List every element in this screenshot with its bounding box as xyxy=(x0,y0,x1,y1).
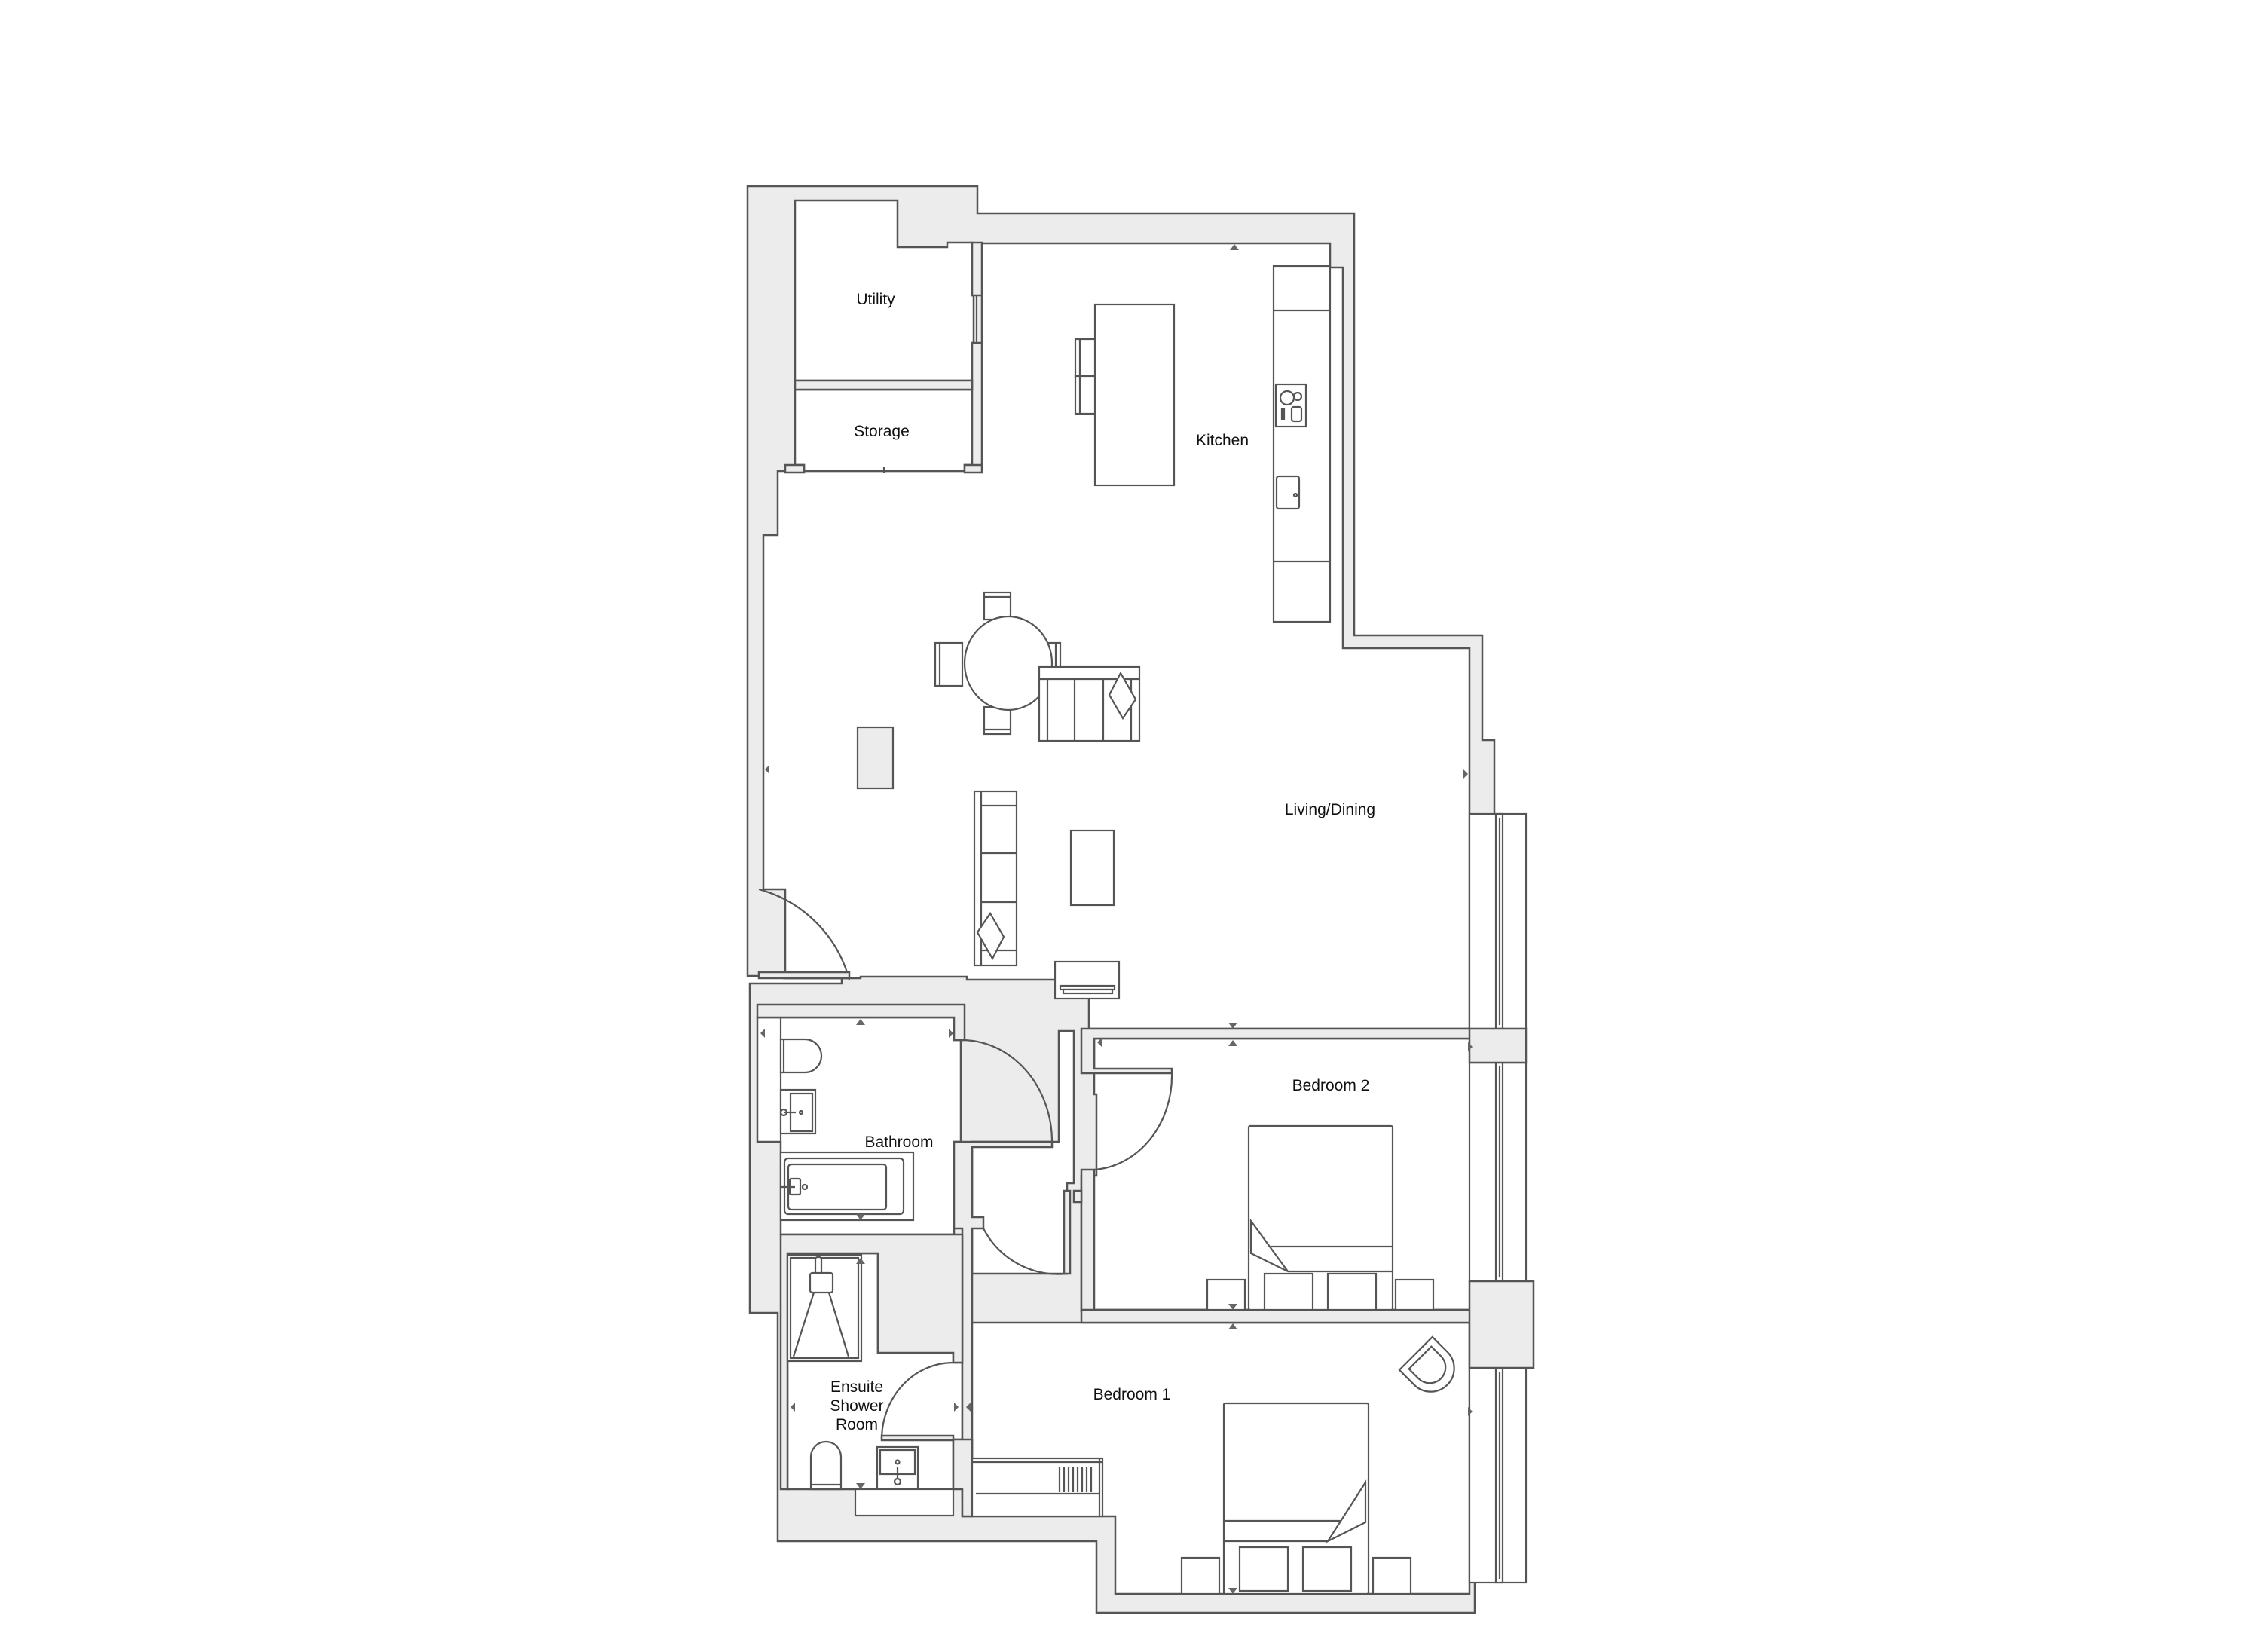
sofa-left xyxy=(973,790,1018,967)
bedside-table xyxy=(1180,1556,1221,1595)
bedside-table xyxy=(1372,1556,1412,1595)
measurement-markers xyxy=(760,244,1473,1594)
ensuite-fixtures xyxy=(786,1253,955,1517)
wall-pier-1 xyxy=(1468,1027,1528,1064)
double-bed-1 xyxy=(1222,1402,1370,1595)
window-living xyxy=(1468,812,1528,1030)
bar-stools xyxy=(1074,338,1096,415)
pillow xyxy=(1301,1546,1353,1592)
tv-unit xyxy=(1054,960,1121,1000)
bedroom2-door xyxy=(1093,1072,1173,1171)
wardrobe xyxy=(971,1457,1104,1518)
hallway-floor xyxy=(971,1029,1075,1275)
sofa-top xyxy=(1038,665,1141,742)
kitchen-counter xyxy=(1272,265,1332,623)
bedroom2-fixtures xyxy=(1206,1124,1435,1311)
ensuite-recess xyxy=(854,1488,955,1517)
bathroom-fixtures xyxy=(779,1017,915,1222)
pillow xyxy=(1326,1272,1378,1311)
label-storage: Storage xyxy=(854,423,910,440)
hall-stub xyxy=(1072,1189,1083,1204)
toilet xyxy=(779,1038,823,1074)
label-utility: Utility xyxy=(856,291,895,308)
wall-pier-2 xyxy=(1468,1280,1535,1369)
utility-storage-divider xyxy=(794,379,974,391)
bedroom2-left-wall xyxy=(1080,1168,1096,1313)
bedroom1-fixtures xyxy=(971,1335,1455,1595)
cushion xyxy=(976,911,1005,961)
side-cabinet xyxy=(856,726,895,790)
bedside-table xyxy=(1206,1278,1246,1311)
kitchen-sink xyxy=(1275,475,1301,510)
bedside-table xyxy=(1394,1278,1435,1311)
storage-bottom-right xyxy=(963,463,983,474)
basin xyxy=(779,1088,817,1135)
storage-bottom-left xyxy=(784,463,806,474)
label-ensuite-line1: Ensuite xyxy=(830,1378,883,1396)
ensuite-toilet xyxy=(809,1440,843,1491)
label-bedroom-1: Bedroom 1 xyxy=(1093,1386,1171,1403)
bedroom2-bottom-wall xyxy=(1080,1308,1476,1324)
service-block xyxy=(779,1233,964,1491)
bedroom1-door xyxy=(983,1189,1072,1275)
kitchen-island xyxy=(1093,303,1176,487)
hob-ring-small xyxy=(1292,391,1303,402)
window-bedroom2 xyxy=(1468,1061,1528,1283)
coffee-table xyxy=(1069,829,1115,907)
cushion xyxy=(1108,671,1137,720)
internal-walls xyxy=(756,241,1476,1518)
utility-partition xyxy=(971,241,983,297)
label-ensuite-line2: Shower xyxy=(830,1397,883,1415)
bathtub xyxy=(779,1151,915,1222)
hob-ring-rect xyxy=(1290,405,1303,423)
pillow xyxy=(1263,1272,1314,1311)
label-bathroom: Bathroom xyxy=(864,1133,933,1151)
double-bed-2 xyxy=(1247,1124,1394,1311)
doors xyxy=(757,888,1173,1442)
entrance-door xyxy=(757,888,851,980)
label-kitchen: Kitchen xyxy=(1196,432,1249,449)
window-bedroom1 xyxy=(1468,1366,1528,1584)
room-labels: Utility Storage Kitchen Living/Dining Ba… xyxy=(830,291,1375,1433)
pillow xyxy=(1238,1546,1289,1592)
armchair xyxy=(1398,1335,1455,1393)
label-living-dining: Living/Dining xyxy=(1285,801,1375,818)
bathroom-top-wall xyxy=(756,1003,966,1042)
bathroom-door xyxy=(960,1039,1054,1143)
ensuite-door xyxy=(880,1361,955,1442)
utility-partition-lower xyxy=(971,341,983,473)
label-ensuite-line3: Room xyxy=(836,1416,878,1433)
round-dining-table xyxy=(963,615,1054,711)
label-bedroom-2: Bedroom 2 xyxy=(1292,1077,1370,1094)
windows xyxy=(1468,812,1535,1584)
ensuite-basin xyxy=(876,1446,919,1491)
shower-tray xyxy=(786,1253,863,1363)
living-fixtures xyxy=(856,665,1141,1000)
kitchen-fixtures xyxy=(1074,265,1332,623)
